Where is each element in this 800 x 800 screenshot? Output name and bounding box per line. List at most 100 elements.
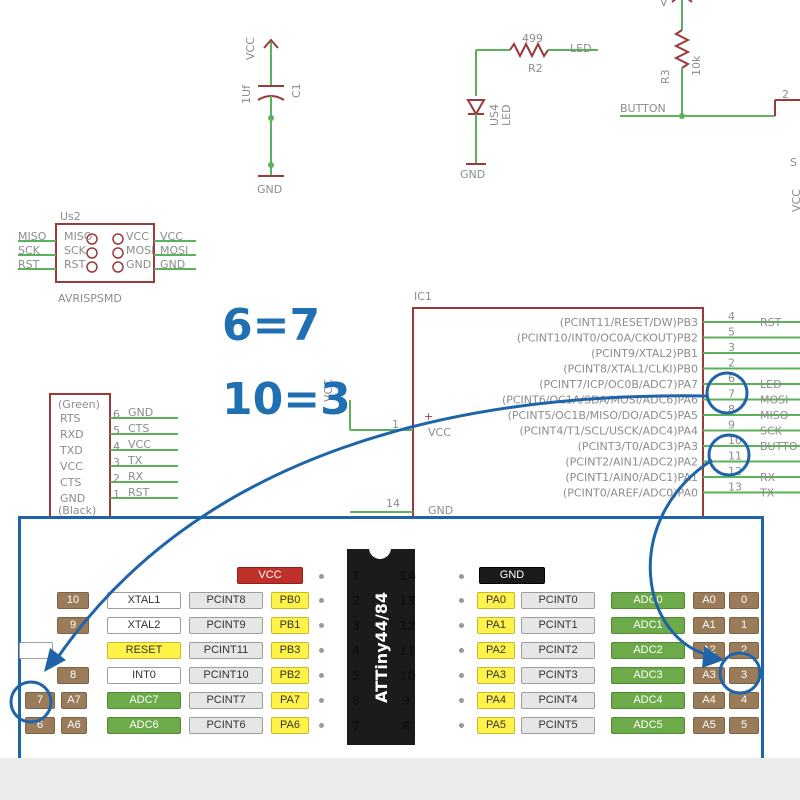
chip-pin-number: 6 <box>351 694 361 708</box>
alt-function-left: XTAL2 <box>107 617 181 634</box>
ic1-pin-net: RX <box>760 471 776 484</box>
ic1-pin-function: (PCINT2/AIN1/ADC2)PA2 <box>565 456 698 469</box>
pin-dot <box>459 673 464 678</box>
ic1-pin-number: 13 <box>728 481 742 494</box>
ftdi-net: RX <box>128 470 144 483</box>
ftdi-pin-label: CTS <box>60 476 81 489</box>
ic1-pin-net: RST <box>760 316 782 329</box>
ftdi-pin-label: VCC <box>60 460 83 473</box>
pcint-left: PCINT8 <box>189 592 263 609</box>
ic1-pin-function: (PCINT1/AIN0/ADC1)PA1 <box>565 471 698 484</box>
chip-pin-number: 13 <box>399 594 416 608</box>
chip-pin-number: 5 <box>351 669 361 683</box>
port-left: PB3 <box>271 642 309 659</box>
analog-pin-right: A3 <box>693 667 725 684</box>
alt-function-left: ADC7 <box>107 692 181 709</box>
isp-right-label: MOSI <box>160 244 188 257</box>
led-gnd: GND <box>460 168 485 181</box>
ic1-pin-function: (PCINT10/INT0/OC0A/CKOUT)PB2 <box>517 332 698 345</box>
alt-function-left: RESET <box>107 642 181 659</box>
pin-dot <box>319 698 324 703</box>
c1-gnd-label: GND <box>257 183 282 196</box>
arduino-pin-left: 9 <box>57 617 89 634</box>
r2-net: LED <box>570 42 592 55</box>
pin-dot <box>459 723 464 728</box>
ic1-pin-function: (PCINT6/OC1A/SDA/MOSI/ADC6)PA6 <box>502 394 698 407</box>
arduino-pin-right: 4 <box>729 692 759 709</box>
port-right: PA0 <box>477 592 515 609</box>
isp-inner-left: MISO <box>64 230 93 243</box>
capacitor-c1: VCC 1Uf C1 GND <box>240 37 303 196</box>
ftdi-pin-label: TXD <box>59 444 83 457</box>
ic1-gnd-pin: 14 <box>386 497 400 510</box>
c1-vcc-label: VCC <box>244 37 257 60</box>
ftdi-pin-num: 1 <box>113 488 120 501</box>
ftdi-net: TX <box>127 454 143 467</box>
r2-name: R2 <box>528 62 543 75</box>
adc-right: ADC1 <box>611 617 685 634</box>
ic1-pin-function: (PCINT11/RESET/DW)PB3 <box>560 316 698 329</box>
chip-pin-number: 3 <box>351 619 361 633</box>
ftdi-pin-label: RXD <box>60 428 84 441</box>
ic1: IC1 VCC 1 VCC + 14 GND (PCINT11/RESET/DW… <box>322 290 800 519</box>
chip-pin-number: 7 <box>351 719 361 733</box>
ic1-pin-function: (PCINT9/XTAL2)PB1 <box>591 347 698 360</box>
button-circuit: V R3 10k BUTTON 2 S VCC <box>620 0 800 212</box>
arduino-pin-left: 10 <box>57 592 89 609</box>
pin-dot <box>459 648 464 653</box>
ic1-pin-function: (PCINT3/T0/ADC3)PA3 <box>578 440 698 453</box>
r3-value: 10k <box>690 55 703 76</box>
chip-pin-number: 4 <box>351 644 361 658</box>
analog-pin-left: A7 <box>61 692 87 709</box>
led-type: LED <box>500 104 513 126</box>
ic1-pin-function: (PCINT7/ICP/OC0B/ADC7)PA7 <box>539 378 698 391</box>
r3-pin: 2 <box>782 88 789 101</box>
port-right: PA5 <box>477 717 515 734</box>
r2-value: 499 <box>522 32 543 45</box>
adc-right: ADC0 <box>611 592 685 609</box>
arduino-pin-left: 7 <box>25 692 55 709</box>
pin-dot <box>459 623 464 628</box>
pcint-left: PCINT10 <box>189 667 263 684</box>
ic1-pin-net: LED <box>760 378 782 391</box>
pin-dot <box>319 723 324 728</box>
ic1-vcc-pin: 1 <box>392 418 399 431</box>
ic1-pin-number: 3 <box>728 341 735 354</box>
isp-inner-right: MOSI <box>126 244 154 257</box>
isp-left-label: MISO <box>18 230 47 243</box>
pcint-left: PCINT6 <box>189 717 263 734</box>
vcc-box: VCC <box>237 567 303 584</box>
port-left: PA7 <box>271 692 309 709</box>
led-circuit: 499 R2 LED US4 LED GND <box>460 32 598 181</box>
r3-vcc2: VCC <box>790 189 800 212</box>
arduino-pin-right: 0 <box>729 592 759 609</box>
ic1-pin-number: 8 <box>728 403 735 416</box>
pin-dot <box>319 648 324 653</box>
annotation-10-3: 10=3 <box>222 374 351 425</box>
ic1-pin-net: SCK <box>760 425 783 438</box>
ftdi-net: VCC <box>128 438 151 451</box>
analog-pin-right: A1 <box>693 617 725 634</box>
ic1-pin-function: (PCINT8/XTAL1/CLKI)PB0 <box>563 363 698 376</box>
ic1-pin-number: 4 <box>728 310 735 323</box>
pin-dot <box>459 598 464 603</box>
chip-pin-number: 9 <box>401 694 411 708</box>
port-left: PA6 <box>271 717 309 734</box>
port-right: PA4 <box>477 692 515 709</box>
pcint-left: PCINT9 <box>189 617 263 634</box>
led-name: US4 <box>488 104 501 126</box>
r3-net: BUTTON <box>620 102 666 115</box>
ic1-pin-net: MOSI <box>760 394 788 407</box>
pin-dot <box>319 673 324 678</box>
chip-pin-number: 11 <box>399 644 416 658</box>
pcint-left: PCINT7 <box>189 692 263 709</box>
arduino-pin-right: 3 <box>729 667 759 684</box>
pcint-left: PCINT11 <box>189 642 263 659</box>
isp-left-label: RST <box>18 258 40 271</box>
ftdi-pin-label: RTS <box>60 412 81 425</box>
ic1-pin-function: (PCINT5/OC1B/MISO/DO/ADC5)PA5 <box>508 409 698 422</box>
chip-pin-number: 12 <box>399 619 416 633</box>
gnd-box: GND <box>479 567 545 584</box>
adc-right: ADC4 <box>611 692 685 709</box>
